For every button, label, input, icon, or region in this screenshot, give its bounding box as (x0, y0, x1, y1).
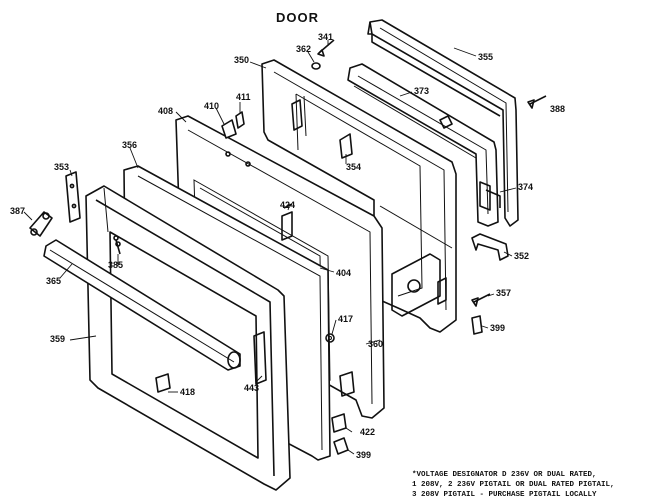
label-373: 373 (414, 86, 429, 96)
part-387-hinge-link (29, 211, 53, 237)
part-411-clip (235, 111, 245, 129)
part-424-clip (283, 203, 293, 209)
label-418: 418 (180, 387, 195, 397)
footnote-line-3: 3 208V PIGTAIL - PURCHASE PIGTAIL LOCALL… (412, 491, 597, 499)
diagram-title: DOOR (276, 10, 319, 25)
label-354: 354 (346, 162, 361, 172)
part-410-clip (221, 119, 237, 139)
label-355: 355 (478, 52, 493, 62)
part-355-rear-frame (367, 19, 519, 227)
part-399-block-upper (471, 315, 483, 335)
part-352-hinge-receiver (471, 233, 509, 261)
part-365-handle (43, 239, 241, 371)
label-352: 352 (514, 251, 529, 261)
part-357-screw (471, 293, 491, 307)
label-399-upper: 399 (490, 323, 505, 333)
label-374: 374 (518, 182, 533, 192)
label-387: 387 (10, 206, 25, 216)
part-417-grommet (325, 333, 335, 343)
label-417: 417 (338, 314, 353, 324)
part-388-screw (527, 95, 547, 109)
label-385: 385 (108, 260, 123, 270)
label-411: 411 (236, 92, 251, 102)
part-353-hinge-bracket (65, 171, 81, 223)
label-443: 443 (244, 383, 259, 393)
label-365: 365 (46, 276, 61, 286)
part-341-screw (317, 39, 335, 57)
label-388: 388 (550, 104, 565, 114)
label-422: 422 (360, 427, 375, 437)
label-404: 404 (336, 268, 351, 278)
voltage-footnote: *VOLTAGE DESIGNATOR D 236V OR DUAL RATED… (412, 471, 615, 499)
label-359: 359 (50, 334, 65, 344)
label-362: 362 (296, 44, 311, 54)
label-360: 360 (368, 339, 383, 349)
label-357: 357 (496, 288, 511, 298)
part-373-window-panel (347, 63, 499, 227)
label-350: 350 (234, 55, 249, 65)
label-353: 353 (54, 162, 69, 172)
part-labels: 341 362 350 355 373 388 408 410 411 356 … (10, 32, 565, 460)
label-341: 341 (318, 32, 333, 42)
footnote-line-2: 1 208V, 2 236V PIGTAIL OR DUAL RATED PIG… (412, 481, 615, 489)
label-399-lower: 399 (356, 450, 371, 460)
part-374-bracket (485, 189, 501, 208)
footnote-line-1: *VOLTAGE DESIGNATOR D 236V OR DUAL RATED… (412, 471, 597, 479)
label-410: 410 (204, 101, 219, 111)
part-422-clip (331, 413, 347, 433)
label-424: 424 (280, 200, 295, 210)
leader-lines (23, 40, 517, 455)
part-385-screw (113, 235, 121, 255)
part-362-clip (311, 62, 321, 70)
label-408: 408 (158, 106, 173, 116)
part-354-bracket (339, 133, 353, 159)
part-350-inner-liner (261, 59, 457, 333)
part-399-block-lower (333, 437, 349, 455)
label-356: 356 (122, 140, 137, 150)
